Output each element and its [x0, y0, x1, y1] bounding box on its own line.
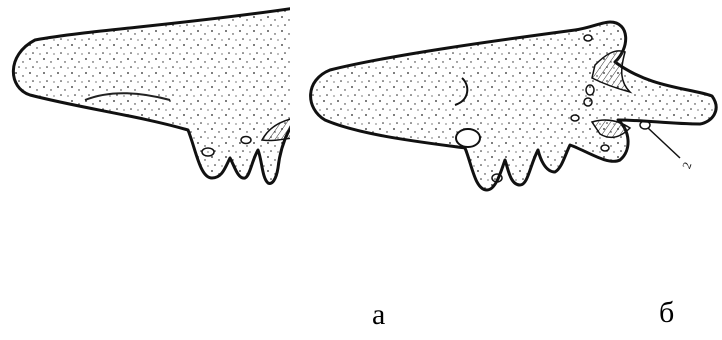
panel-b-drawing: 2	[311, 22, 717, 190]
panel-a-caption: а	[372, 300, 385, 330]
panel-b-body-outline	[311, 22, 717, 190]
panel-b-caption: б	[659, 298, 674, 328]
annotation-leader-line	[648, 128, 680, 158]
panel-a-drawing	[13, 8, 295, 183]
panel-b-large-pore	[456, 129, 480, 147]
annotation-label-2: 2	[679, 160, 694, 170]
